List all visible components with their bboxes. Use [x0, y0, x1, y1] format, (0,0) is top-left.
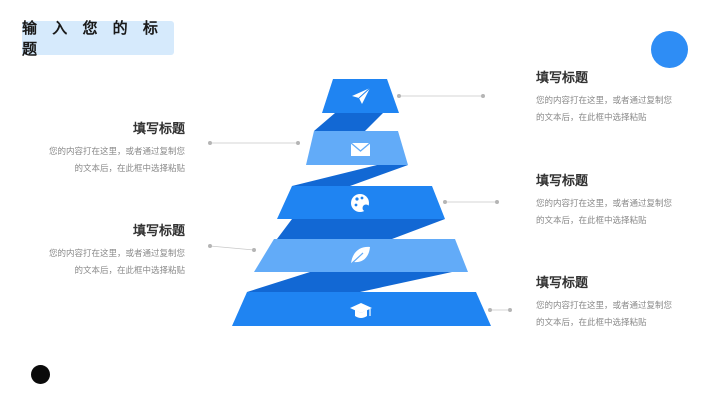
- item-desc-line1: 您的内容打在这里，或者通过复制您: [536, 96, 673, 106]
- text-block-1: 填写标题 您的内容打在这里，或者通过复制您 的文本后，在此框中选择粘贴: [536, 71, 716, 127]
- text-block-4: 填写标题 您的内容打在这里，或者通过复制您 的文本后，在此框中选择粘贴: [5, 224, 185, 280]
- item-desc-line1: 您的内容打在这里，或者通过复制您: [536, 301, 673, 311]
- text-block-2: 填写标题 您的内容打在这里，或者通过复制您 的文本后，在此框中选择粘贴: [5, 122, 185, 178]
- palette-icon: [351, 194, 370, 212]
- item-title: 填写标题: [536, 276, 589, 291]
- item-desc-line1: 您的内容打在这里，或者通过复制您: [536, 199, 673, 209]
- connector-lines: [208, 94, 512, 312]
- decorative-black-circle: [31, 365, 50, 384]
- pyramid-connector: [292, 165, 408, 186]
- item-desc-line1: 您的内容打在这里，或者通过复制您: [48, 249, 185, 259]
- page-title: 输 入 您 的 标 题: [22, 19, 163, 58]
- pyramid-connector: [277, 219, 445, 239]
- graduation-cap-icon: [350, 303, 372, 318]
- pyramid-connector: [247, 272, 452, 292]
- item-desc-line2: 的文本后，在此框中选择粘贴: [536, 113, 647, 123]
- paper-plane-icon: [352, 87, 371, 104]
- text-block-5: 填写标题 您的内容打在这里，或者通过复制您 的文本后，在此框中选择粘贴: [536, 276, 716, 332]
- envelope-icon: [350, 142, 371, 156]
- item-desc-line2: 的文本后，在此框中选择粘贴: [74, 164, 185, 174]
- title-badge: 输 入 您 的 标 题: [22, 19, 174, 58]
- item-title: 填写标题: [536, 71, 589, 86]
- item-desc-line2: 的文本后，在此框中选择粘贴: [536, 318, 647, 328]
- text-block-3: 填写标题 您的内容打在这里，或者通过复制您 的文本后，在此框中选择粘贴: [536, 174, 716, 230]
- item-desc-line2: 的文本后，在此框中选择粘贴: [536, 216, 647, 226]
- item-desc-line2: 的文本后，在此框中选择粘贴: [74, 266, 185, 276]
- decorative-blue-circle: [651, 31, 688, 68]
- leaf-icon: [349, 246, 370, 266]
- item-title: 填写标题: [132, 122, 185, 137]
- item-title: 填写标题: [536, 174, 589, 189]
- pyramid-connector: [314, 113, 383, 131]
- item-title: 填写标题: [132, 224, 185, 239]
- item-desc-line1: 您的内容打在这里，或者通过复制您: [48, 147, 185, 157]
